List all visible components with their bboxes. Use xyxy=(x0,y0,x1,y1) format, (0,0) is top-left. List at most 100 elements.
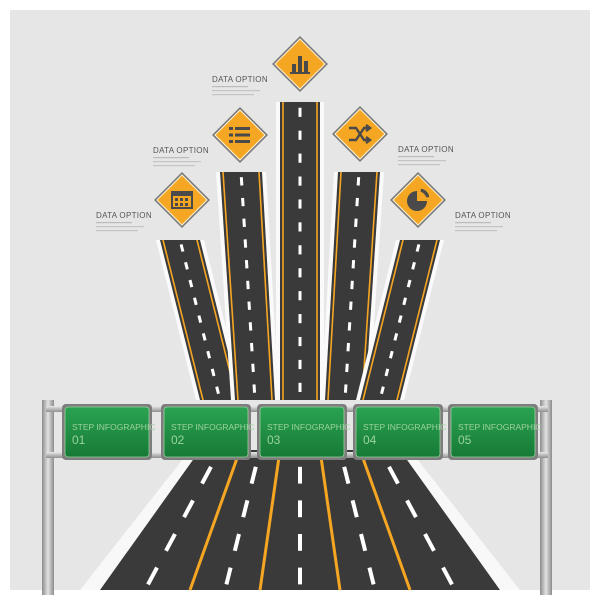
lane-dash xyxy=(411,261,416,270)
step-number: 05 xyxy=(458,433,472,447)
road-edge-line xyxy=(162,239,204,401)
option-label-5: DATA OPTION xyxy=(455,211,511,232)
lower-road-surface xyxy=(100,450,500,590)
step-number: 04 xyxy=(363,433,377,447)
lane-dash xyxy=(215,386,220,395)
lower-lane-divider xyxy=(258,449,282,591)
lane-dash xyxy=(210,368,216,377)
option-label-4: DATA OPTION xyxy=(398,145,454,166)
lower-lane-dash xyxy=(164,533,177,552)
step-title: STEP INFOGRAPHIC xyxy=(171,422,254,432)
option-sign-4 xyxy=(332,106,388,162)
step-title: STEP INFOGRAPHIC xyxy=(267,422,350,432)
lane-dash xyxy=(206,350,212,359)
lane-dash xyxy=(349,301,353,310)
pie-chart-icon xyxy=(407,187,431,211)
lane-dash xyxy=(246,280,250,290)
option-labels: DATA OPTION DATA OPTION DATA OPTION DATA… xyxy=(96,75,511,232)
lane-dash xyxy=(352,239,357,248)
lower-lane-dash xyxy=(423,533,436,552)
lane-dash xyxy=(250,342,254,352)
calendar-grid-icon xyxy=(171,191,193,209)
option-label-1: DATA OPTION xyxy=(96,211,152,232)
road-edge-line xyxy=(327,171,342,401)
option-sign-1 xyxy=(154,172,210,228)
step-board-3: STEP INFOGRAPHIC 03 xyxy=(257,404,350,460)
lane-dash xyxy=(244,259,249,269)
lower-lane-dash xyxy=(387,465,400,485)
option-label-text: DATA OPTION xyxy=(212,75,268,84)
step-title: STEP INFOGRAPHIC xyxy=(363,422,446,432)
lane-dash xyxy=(188,279,194,288)
step-board-2: STEP INFOGRAPHIC 02 xyxy=(161,404,254,460)
lower-lane-dash xyxy=(241,499,250,518)
lane-dash xyxy=(415,244,421,252)
shuffle-icon xyxy=(349,124,372,144)
option-label-3: DATA OPTION xyxy=(212,75,268,96)
lane-dash xyxy=(197,315,203,324)
lane-dash xyxy=(346,342,350,352)
lane-dash xyxy=(201,332,207,341)
step-title: STEP INFOGRAPHIC xyxy=(72,422,155,432)
lane-dash xyxy=(354,218,358,228)
roads-layer xyxy=(80,102,520,591)
option-label-2: DATA OPTION xyxy=(153,146,209,167)
lane-dash xyxy=(388,350,394,359)
road-edge-line xyxy=(361,171,378,401)
lower-lane-dash xyxy=(367,567,376,585)
step-board-1: STEP INFOGRAPHIC 01 xyxy=(62,404,155,460)
lower-lane-dash xyxy=(441,566,454,586)
lower-lane-dash xyxy=(342,466,351,485)
lane-dash xyxy=(345,363,349,373)
lower-lane-divider xyxy=(318,449,342,591)
option-signs xyxy=(154,36,446,228)
option-label-text: DATA OPTION xyxy=(96,211,152,220)
option-label-text: DATA OPTION xyxy=(398,145,454,154)
lane-dash xyxy=(356,177,361,186)
lower-lane-dash xyxy=(224,567,233,585)
lane-dash xyxy=(252,384,257,393)
lane-dash xyxy=(248,322,253,331)
lane-dash xyxy=(406,279,412,288)
option-sign-2 xyxy=(212,107,268,163)
lower-lane-dash xyxy=(146,566,159,586)
step-number: 02 xyxy=(171,433,185,447)
lower-lane-dash xyxy=(249,466,258,485)
option-sign-3 xyxy=(272,36,328,92)
lane-dash xyxy=(343,384,348,393)
lane-dash xyxy=(192,297,198,306)
lane-dash xyxy=(350,280,354,290)
lane-dash xyxy=(393,332,399,341)
option-label-text: DATA OPTION xyxy=(455,211,511,220)
lane-dash xyxy=(397,315,403,324)
lane-dash xyxy=(355,197,359,207)
lane-dash xyxy=(380,386,385,395)
lower-lane-dash xyxy=(232,533,241,552)
road-edge-line xyxy=(362,239,404,401)
lane-dash xyxy=(402,297,408,306)
lane-dash xyxy=(184,261,189,270)
road-edge-line xyxy=(222,171,239,401)
gantry-pole-right xyxy=(540,400,552,595)
lower-lane-dash xyxy=(405,499,418,519)
lower-lane-dash xyxy=(359,533,368,552)
lane-dash xyxy=(251,363,255,373)
lane-dash xyxy=(384,368,390,377)
lane-dash xyxy=(351,259,356,269)
bar-chart-icon xyxy=(290,56,310,74)
lower-lane-dash xyxy=(182,499,195,519)
step-title: STEP INFOGRAPHIC xyxy=(458,422,541,432)
lower-lane-divider xyxy=(188,449,242,591)
step-number: 01 xyxy=(72,433,86,447)
lane-dash xyxy=(243,239,248,248)
list-icon xyxy=(229,127,250,143)
lane-dash xyxy=(241,197,245,207)
lane-dash xyxy=(239,177,244,186)
lower-lane-dash xyxy=(350,499,359,518)
road-edge-line xyxy=(258,171,273,401)
lane-dash xyxy=(179,244,185,252)
option-sign-5 xyxy=(390,172,446,228)
gantry-pole-left xyxy=(42,400,54,595)
step-number: 03 xyxy=(267,433,281,447)
